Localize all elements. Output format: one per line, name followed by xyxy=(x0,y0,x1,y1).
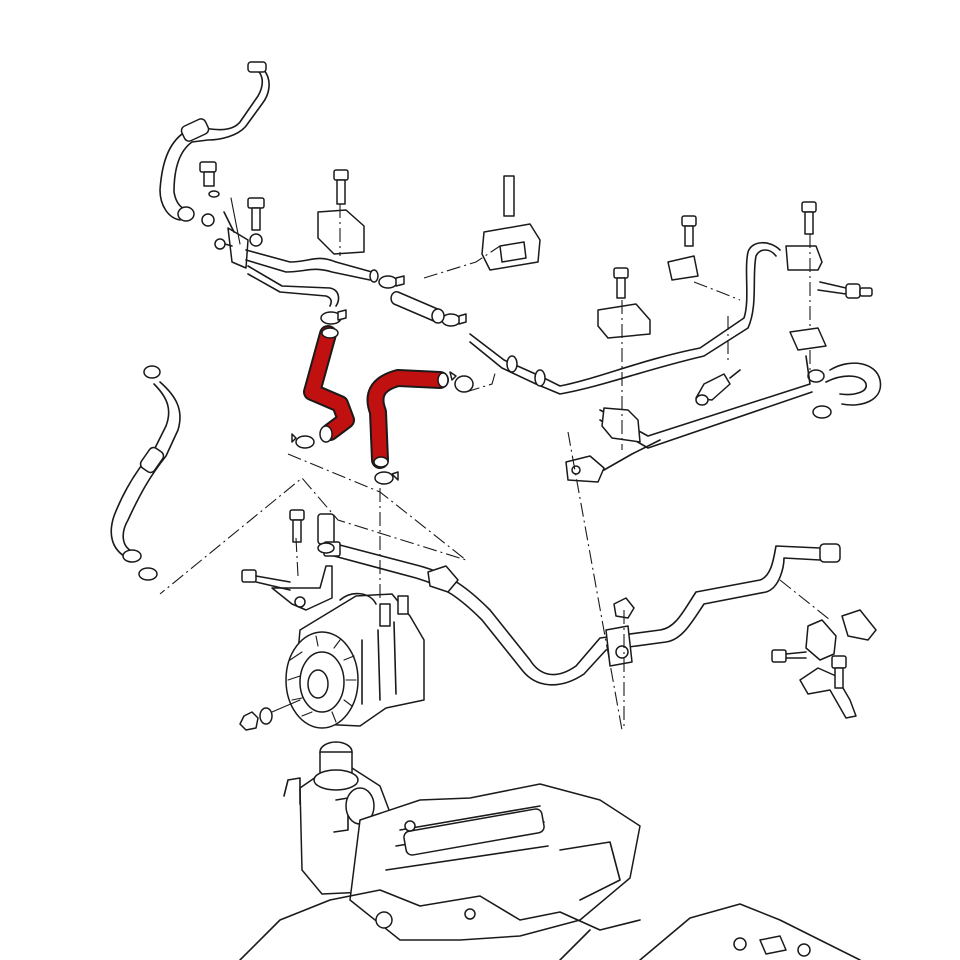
coolant-pipe-icon xyxy=(469,241,781,395)
bolt-icon xyxy=(289,169,817,543)
upper-left-hose-icon xyxy=(159,61,270,227)
coolant-hose-curved-icon xyxy=(366,369,449,469)
right-bracket-icon xyxy=(771,609,877,719)
coolant-hose-s-shaped-icon xyxy=(303,325,355,443)
temperature-sensor-icon xyxy=(695,369,741,406)
alternator-bracket-icon xyxy=(241,565,333,611)
mount-clip-icon xyxy=(317,209,827,351)
hose-clamp-icon xyxy=(138,275,832,581)
alternator-icon xyxy=(285,592,425,729)
pipe-fitting-icon xyxy=(317,513,341,557)
fitting-nipple-icon xyxy=(199,161,220,198)
nut-washer-icon xyxy=(239,699,301,731)
left-hose-icon xyxy=(110,381,181,563)
bolt-icon xyxy=(230,197,265,247)
pipe-tee-junction-icon xyxy=(214,211,379,307)
hose-connector-icon xyxy=(817,281,882,406)
lower-coolant-pipe-icon xyxy=(333,543,841,686)
pipe-bracket-icon xyxy=(565,355,813,483)
connector-tube-icon xyxy=(390,291,445,324)
leader-lines xyxy=(159,204,831,731)
intake-manifold-icon xyxy=(239,783,861,960)
